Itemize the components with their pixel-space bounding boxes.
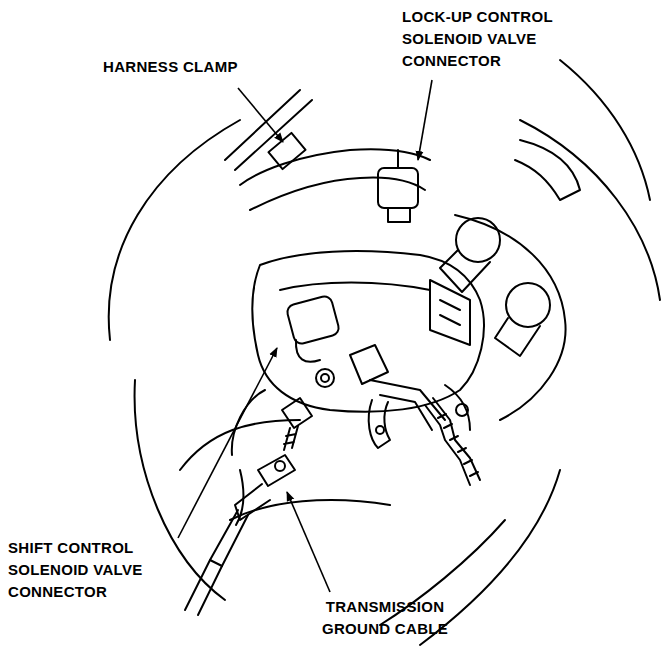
part-label: LOCK-UP CONTROL SOLENOID VALVE CONNECTOR (402, 6, 582, 72)
part-label: SHIFT CONTROL SOLENOID VALVE CONNECTOR (8, 537, 193, 603)
part-label: TRANSMISSION GROUND CABLE (300, 596, 470, 640)
part-label: HARNESS CLAMP (103, 56, 333, 78)
